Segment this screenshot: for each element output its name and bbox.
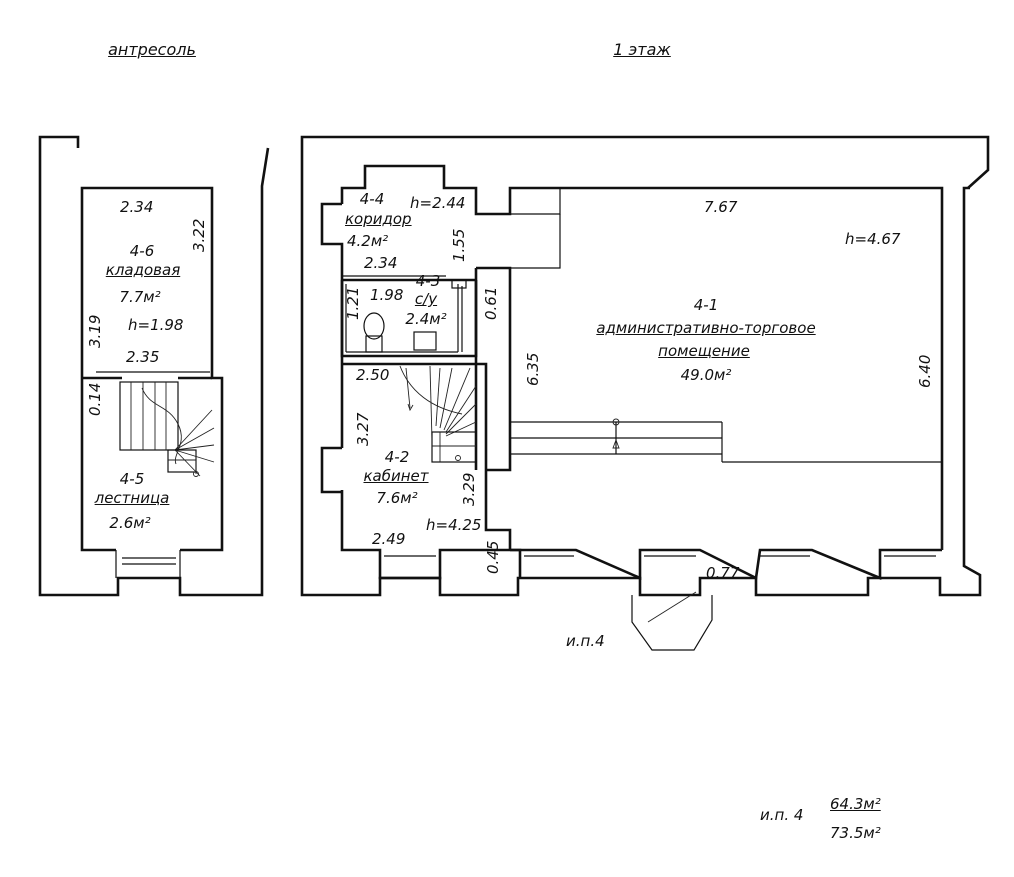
room-id-4-5: 4-5 bbox=[119, 470, 145, 488]
dim-storage-height-right: 3.22 bbox=[190, 218, 208, 252]
dim-hall-left-depth: 6.35 bbox=[524, 352, 542, 386]
room-height-4-1: h=4.67 bbox=[845, 230, 901, 248]
dim-wc-depth: 1.21 bbox=[344, 286, 362, 320]
floor1-plan bbox=[300, 135, 990, 651]
dim-storage-height-left: 3.19 bbox=[86, 314, 104, 348]
summary-label: и.п. 4 bbox=[760, 806, 804, 824]
dim-office-depth-left: 3.27 bbox=[354, 412, 372, 446]
room-area-4-2: 7.6м² bbox=[376, 489, 418, 507]
dim-office-wall-gap: 0.45 bbox=[484, 540, 502, 574]
room-name-corridor: коридор bbox=[345, 210, 412, 228]
entrance-label: и.п.4 bbox=[566, 632, 605, 650]
mezzanine-inner-wall bbox=[80, 186, 224, 552]
room-name-hall-2: помещение bbox=[658, 342, 750, 360]
room-height-4-6: h=1.98 bbox=[128, 316, 184, 334]
floor1-title: 1 этаж bbox=[613, 40, 671, 59]
floor1-stair bbox=[399, 365, 477, 463]
dim-stair-gap: 0.14 bbox=[86, 382, 104, 416]
mezzanine-stair bbox=[119, 381, 215, 477]
mezzanine-title: антресоль bbox=[108, 40, 196, 59]
room-height-4-4: h=2.44 bbox=[410, 194, 466, 212]
dim-office-depth-right: 3.29 bbox=[460, 472, 478, 506]
room-area-4-1: 49.0м² bbox=[680, 366, 732, 384]
room-area-4-6: 7.7м² bbox=[119, 288, 161, 306]
mezzanine-plan bbox=[38, 135, 270, 597]
dim-office-width-bottom: 2.49 bbox=[372, 530, 406, 548]
dim-column-width: 0.61 bbox=[482, 286, 500, 320]
dim-corridor-depth: 1.55 bbox=[450, 228, 468, 262]
room-area-4-5: 2.6м² bbox=[109, 514, 151, 532]
room-height-4-2: h=4.25 bbox=[426, 516, 482, 534]
hall-steps bbox=[510, 418, 942, 463]
room-name-stair: лестница bbox=[94, 489, 170, 507]
mezzanine-outer-wall bbox=[38, 135, 270, 597]
dim-office-width-top: 2.50 bbox=[356, 366, 390, 384]
room-name-office: кабинет bbox=[363, 467, 429, 485]
dim-entrance-opening: 0.77 bbox=[706, 564, 740, 582]
room-area-4-3: 2.4м² bbox=[405, 310, 447, 328]
room-name-wc: с/у bbox=[414, 290, 438, 308]
room-name-storage: кладовая bbox=[105, 261, 181, 279]
room-id-4-1: 4-1 bbox=[693, 296, 719, 314]
room-area-4-4: 4.2м² bbox=[347, 232, 389, 250]
dim-storage-width-bottom: 2.35 bbox=[126, 348, 160, 366]
dim-storage-width-top: 2.34 bbox=[120, 198, 154, 216]
dim-hall-depth: 6.40 bbox=[916, 354, 934, 388]
room-id-4-2: 4-2 bbox=[384, 448, 410, 466]
floor1-inner-wall bbox=[340, 164, 944, 550]
dim-hall-width: 7.67 bbox=[704, 198, 738, 216]
entrance-porch bbox=[631, 591, 713, 651]
dim-wc-width: 1.98 bbox=[370, 286, 404, 304]
room-id-4-6: 4-6 bbox=[129, 242, 155, 260]
summary-area-top: 64.3м² bbox=[830, 795, 881, 813]
room-id-4-4: 4-4 bbox=[359, 190, 385, 208]
floor1-outer-wall bbox=[300, 135, 990, 597]
room-name-hall: административно-торговое bbox=[596, 319, 816, 337]
dim-corridor-width: 2.34 bbox=[364, 254, 398, 272]
room-id-4-3: 4-3 bbox=[415, 272, 441, 290]
summary-area-bottom: 73.5м² bbox=[830, 824, 881, 842]
